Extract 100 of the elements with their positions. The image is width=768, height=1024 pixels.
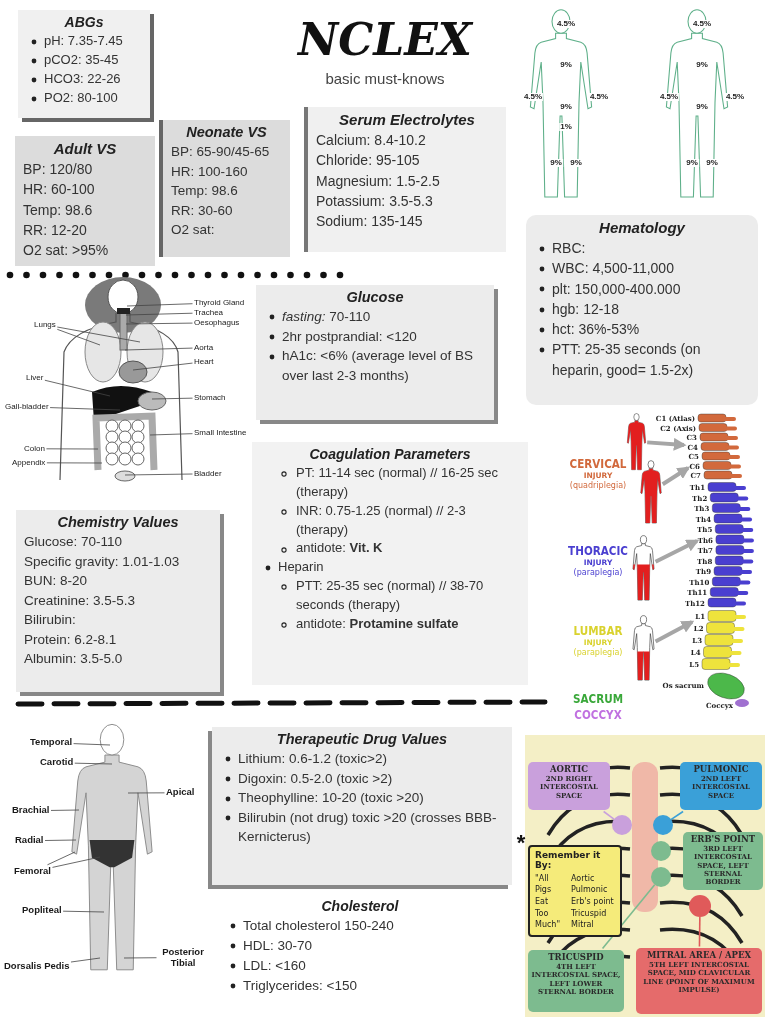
list-item: plt: 150,000-400.000 — [552, 280, 681, 297]
value-line: Glucose: 70-110 — [24, 534, 123, 549]
spine-region-label: THORACIC — [568, 543, 628, 557]
pulse-point-label: Femoral — [14, 866, 51, 878]
injury-label: (paraplegia) — [573, 649, 623, 657]
value-line: Calcium: 8.4-10.2 — [316, 132, 426, 148]
pulse-point-label: Apical — [166, 787, 195, 799]
leader-line — [151, 397, 193, 400]
percentage-label: 9% — [549, 159, 563, 167]
organ-label: Oesophagus — [194, 318, 240, 328]
spine-region-label: CERVICAL — [569, 456, 627, 470]
list-item: HDL: 30-70 — [243, 938, 313, 953]
asterisk-mark: * — [516, 832, 526, 854]
leader-line — [44, 379, 111, 397]
pulse-point-label: Brachial — [12, 805, 50, 817]
list-item: Theophylline: 10-20 (toxic >20) — [238, 790, 424, 806]
percentage-label: 9% — [559, 103, 573, 111]
arrow — [647, 437, 687, 451]
pulse-point-label: Popliteal — [22, 905, 62, 917]
person-figure — [632, 615, 655, 681]
leader-line — [49, 407, 121, 411]
card-heading: Serum Electrolytes — [338, 111, 476, 128]
list-item: PTT: 25-35 sec (normal) // 38-70 seconds (therapy) — [296, 578, 484, 612]
leader-line — [125, 312, 193, 316]
list-item: Digoxin: 0.5-2.0 (toxic >2) — [238, 770, 393, 786]
list-item: antidote: Protamine sulfate — [296, 615, 459, 631]
auscultation-point — [689, 895, 711, 917]
page-title: NCLEX — [296, 18, 475, 62]
value-line: BP: 120/80 — [23, 161, 93, 177]
value-line: Bilirubin: — [24, 612, 76, 628]
value-line: Specific gravity: 1.01-1.03 — [24, 553, 180, 569]
leader-line — [602, 810, 615, 820]
pulse-point-label: Temporal — [30, 737, 73, 749]
value-line: Potassium: 3.5-5.3 — [316, 192, 433, 209]
percentage-label: 4.5% — [555, 20, 577, 28]
organ-label: Aorta — [194, 343, 214, 353]
card-heading: ABGs — [63, 14, 105, 30]
card-heading: Coagulation Parameters — [308, 446, 472, 462]
list-item: Total cholesterol 150-240 — [243, 918, 394, 933]
spine-region-label: SACRUM — [573, 691, 623, 705]
leader-line — [70, 957, 101, 963]
organ-label: Appendix — [12, 458, 46, 468]
auscultation-point — [612, 815, 632, 835]
leader-line — [126, 303, 193, 307]
card-heading: Hematology — [598, 219, 687, 236]
auscultation-point — [653, 815, 673, 835]
organ-label: Stomach — [194, 393, 226, 403]
value-line: Magnesium: 1.5-2.5 — [316, 172, 440, 189]
value-line: Creatinine: 3.5-5.3 — [24, 592, 136, 608]
pulse-point-label: Radial — [15, 835, 44, 847]
value-line: HR: 100-160 — [171, 163, 248, 179]
spine-region-label: COCCYX — [574, 707, 622, 721]
card-heading: Therapeutic Drug Values — [275, 731, 449, 747]
organ-label: Heart — [194, 357, 214, 367]
card-heading: Glucose — [345, 289, 405, 305]
card-heading: Chemistry Values — [56, 514, 180, 530]
organ-label: Colon — [24, 444, 45, 454]
list-item: INR: 0.75-1.25 (normal) // 2-3 (therapy) — [296, 502, 466, 537]
leader-line — [149, 433, 193, 436]
info-card — [526, 215, 758, 405]
value-line: Sodium: 135-145 — [316, 213, 423, 230]
leader-line — [74, 762, 113, 765]
leader-line — [62, 910, 105, 913]
list-item: PO2: 80-100 — [44, 89, 118, 105]
mnemonic-box: Remember it By: "All Aortic Pigs Pulmonic Eat Erb's point Too Tricuspid Much" Mitral — [528, 845, 622, 937]
value-line: BUN: 8-20 — [24, 573, 88, 589]
value-line: Temp: 98.6 — [23, 201, 93, 218]
pulse-point-label: Carotid — [40, 757, 74, 769]
organ-label: Trachea — [194, 308, 224, 318]
spine-region-label: LUMBAR — [573, 623, 623, 637]
leader-line — [125, 322, 193, 325]
percentage-label: 4.5% — [724, 93, 746, 101]
list-item: Lithium: 0.6-1.2 (toxic>2) — [238, 751, 387, 766]
list-item: LDL: <160 — [243, 958, 306, 973]
list-item: hct: 36%-53% — [552, 321, 640, 338]
list-item: HCO3: 22-26 — [44, 70, 121, 86]
list-item: PTT: 25-35 seconds (on heparin, good= 1.5-2x) — [552, 341, 701, 378]
value-line: O2 sat: >95% — [23, 242, 109, 259]
leader-line — [123, 957, 157, 959]
value-line: RR: 30-60 — [171, 202, 233, 218]
percentage-label: 9% — [695, 61, 709, 69]
leader-line — [127, 792, 165, 794]
percentage-label: 9% — [569, 159, 583, 167]
person-figure — [640, 460, 662, 524]
value-line: HR: 60-100 — [23, 181, 95, 198]
leader-line — [698, 916, 701, 948]
leader-line — [73, 743, 111, 746]
leader-line — [46, 462, 103, 464]
organ-label: Bladder — [194, 469, 222, 479]
arrow — [654, 539, 700, 564]
value-line: RR: 12-20 — [23, 221, 87, 238]
section-heading: Cholesterol — [321, 899, 399, 913]
percentage-label: 9% — [685, 159, 699, 167]
human-body-drawing — [71, 723, 153, 971]
organ-label: Thyroid Gland — [194, 298, 245, 308]
value-line: Temp: 98.6 — [171, 183, 238, 199]
organ-label: Liver — [26, 373, 44, 383]
arrow — [661, 466, 691, 486]
leader-line — [46, 448, 99, 450]
leader-line — [56, 328, 101, 346]
